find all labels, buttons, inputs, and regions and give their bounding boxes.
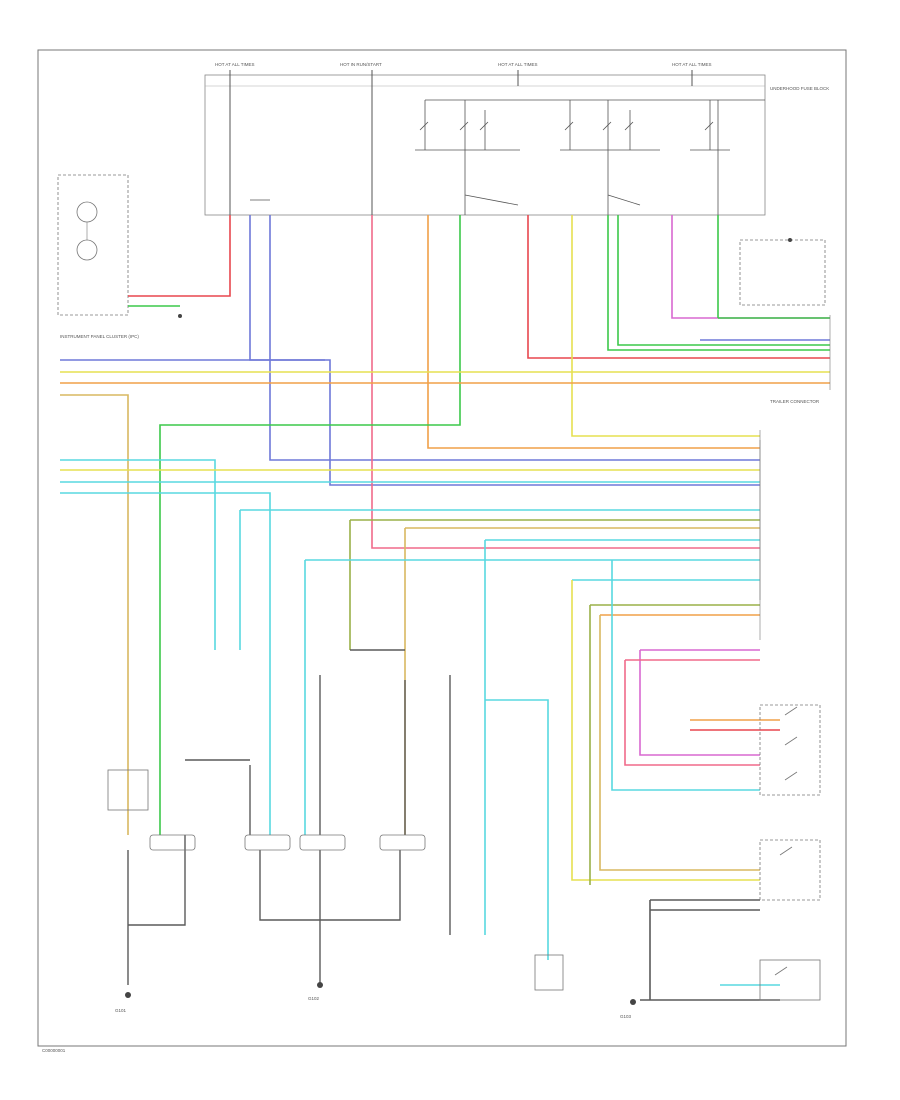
ground-left-label: G101: [115, 1008, 127, 1013]
diagram-border: [37, 49, 847, 1047]
fuse-top-label-3: HOT AT ALL TIMES: [498, 62, 538, 67]
ground-mid-label: G102: [308, 996, 320, 1001]
fuse-block-label: UNDERHOOD FUSE BLOCK: [770, 86, 829, 91]
footer-code: C00000001: [42, 1048, 66, 1053]
fuse-top-label-1: HOT AT ALL TIMES: [215, 62, 255, 67]
ground-symbols: [125, 238, 792, 1005]
trailer-connector-pins: [759, 315, 831, 640]
ground-wires: [127, 649, 451, 985]
ground-right-label: G103: [620, 1014, 632, 1019]
instrument-cluster: INSTRUMENT PANEL CLUSTER (IPC): [57, 174, 139, 339]
fuse-top-label-2: HOT IN RUN/START: [340, 62, 382, 67]
fuse-top-label-4: HOT AT ALL TIMES: [672, 62, 712, 67]
trailer-connector-label: TRAILER CONNECTOR: [770, 399, 820, 404]
fuse-block: HOT AT ALL TIMES HOT IN RUN/START HOT AT…: [204, 62, 829, 216]
wires: [60, 215, 830, 1001]
component-symbols: [107, 239, 826, 1001]
cluster-label: INSTRUMENT PANEL CLUSTER (IPC): [60, 334, 139, 339]
